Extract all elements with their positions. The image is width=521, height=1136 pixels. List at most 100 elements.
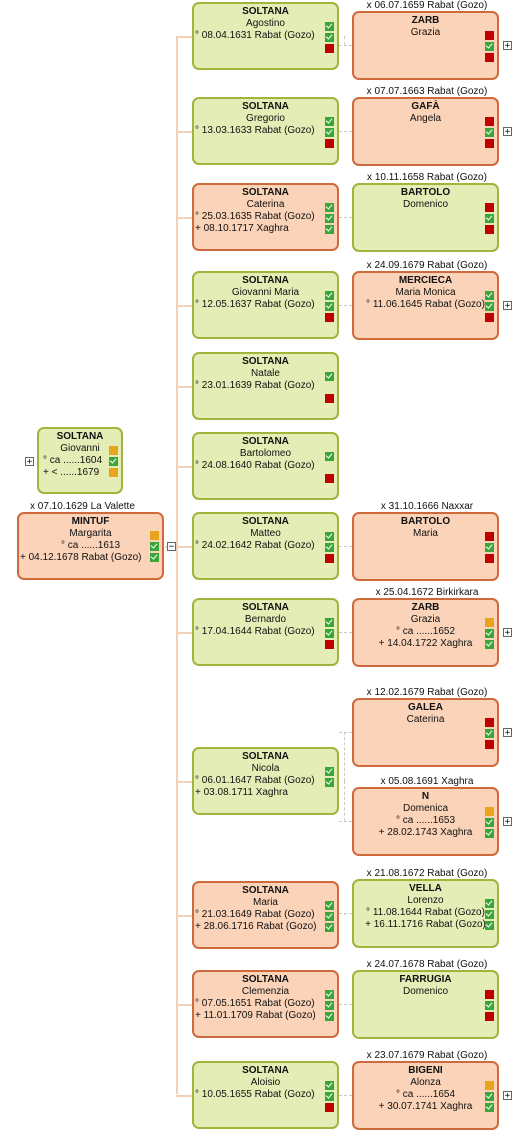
spouse-surname: GALEA <box>408 702 443 713</box>
spouse-flags <box>485 618 495 651</box>
spouse-given-name: Domenica <box>402 803 449 814</box>
mother-surname: MINTUF <box>71 516 110 527</box>
spouse-given-name: Grazia <box>410 27 441 38</box>
flag-check-icon <box>485 818 494 827</box>
child-flags <box>325 532 335 565</box>
spouse-connector-line <box>344 732 345 781</box>
flag-check-icon <box>325 532 334 541</box>
child-surname: SOLTANA <box>242 187 289 198</box>
spouse-connector-line <box>339 546 352 547</box>
flag-yellow-icon <box>485 618 494 627</box>
child-birth: ° 07.05.1651 Rabat (Gozo) <box>195 998 315 1009</box>
spouse-marriage-label: x 24.07.1678 Rabat (Gozo) <box>366 959 488 970</box>
flag-check-icon <box>485 128 494 137</box>
child-given-name: Bernardo <box>244 614 287 625</box>
flag-red-icon <box>485 31 494 40</box>
child-flags <box>325 372 335 405</box>
flag-check-icon <box>150 553 159 562</box>
flag-check-icon <box>325 1012 334 1021</box>
father-birth: ° ca ......1604 <box>43 455 103 466</box>
spouse-expand-button[interactable]: + <box>503 301 512 311</box>
spouse-given-name: Angela <box>409 113 442 124</box>
flag-red-icon <box>485 203 494 212</box>
child-given-name: Natale <box>251 368 280 379</box>
flag-check-icon <box>485 42 494 51</box>
flag-yellow-icon <box>109 446 118 455</box>
flag-check-icon <box>485 291 494 300</box>
flag-empty <box>325 463 334 472</box>
child-given-name: Clemenzia <box>241 986 290 997</box>
child-flags <box>325 767 335 789</box>
spouse-birth: ° ca ......1654 <box>395 1089 456 1100</box>
flag-check-icon <box>325 618 334 627</box>
spouse-expand-button[interactable]: + <box>503 628 512 638</box>
flag-check-icon <box>485 910 494 919</box>
spouse-expand-button[interactable]: + <box>503 1091 512 1101</box>
mother-card[interactable]: MINTUF Margarita ° ca ......1613 + 04.12… <box>17 512 164 580</box>
flag-check-icon <box>325 990 334 999</box>
mother-birth: ° ca ......1613 <box>60 540 121 551</box>
spouse-expand-button[interactable]: + <box>503 127 512 137</box>
father-expand-button[interactable]: + <box>25 457 34 467</box>
spouse-birth: ° ca ......1653 <box>395 815 456 826</box>
flag-check-icon <box>325 33 334 42</box>
spouse-expand-button[interactable]: + <box>503 41 512 51</box>
spouse-expand-button[interactable]: + <box>503 728 512 738</box>
flag-red-icon <box>325 139 334 148</box>
spouse-connector-line <box>344 913 345 915</box>
child-connector-line <box>176 466 192 468</box>
child-birth: ° 21.03.1649 Rabat (Gozo) <box>195 909 315 920</box>
flag-yellow-icon <box>485 1081 494 1090</box>
spouse-expand-button[interactable]: + <box>503 817 512 827</box>
child-given-name: Aloisio <box>250 1077 281 1088</box>
child-connector-line <box>176 217 192 219</box>
spouse-surname: MERCIECA <box>398 275 453 286</box>
spouse-flags <box>485 990 495 1023</box>
father-death: + < ......1679 <box>43 467 100 478</box>
children-collapse-button[interactable]: − <box>167 542 176 552</box>
flag-check-icon <box>325 923 334 932</box>
flag-check-icon <box>485 921 494 930</box>
flag-check-icon <box>325 203 334 212</box>
spouse-connector-line <box>339 732 352 733</box>
flag-yellow-icon <box>109 468 118 477</box>
spouse-connector-line <box>339 217 352 218</box>
child-death: + 08.10.1717 Xaghra <box>195 223 289 234</box>
mother-death: + 04.12.1678 Rabat (Gozo) <box>20 552 142 563</box>
child-death: + 03.08.1711 Xaghra <box>195 787 288 798</box>
child-flags <box>325 990 335 1023</box>
flag-check-icon <box>150 542 159 551</box>
spouse-surname: ZARB <box>411 15 440 26</box>
spouse-surname: N <box>421 791 430 802</box>
flag-red-icon <box>485 53 494 62</box>
child-surname: SOLTANA <box>242 602 289 613</box>
father-card[interactable]: SOLTANA Giovanni ° ca ......1604 + < ...… <box>37 427 123 494</box>
child-connector-line <box>176 915 192 917</box>
spouse-surname: VELLA <box>409 883 442 894</box>
parents-marriage-label: x 07.10.1629 La Valette <box>30 501 135 512</box>
child-birth: ° 24.08.1640 Rabat (Gozo) <box>195 460 315 471</box>
